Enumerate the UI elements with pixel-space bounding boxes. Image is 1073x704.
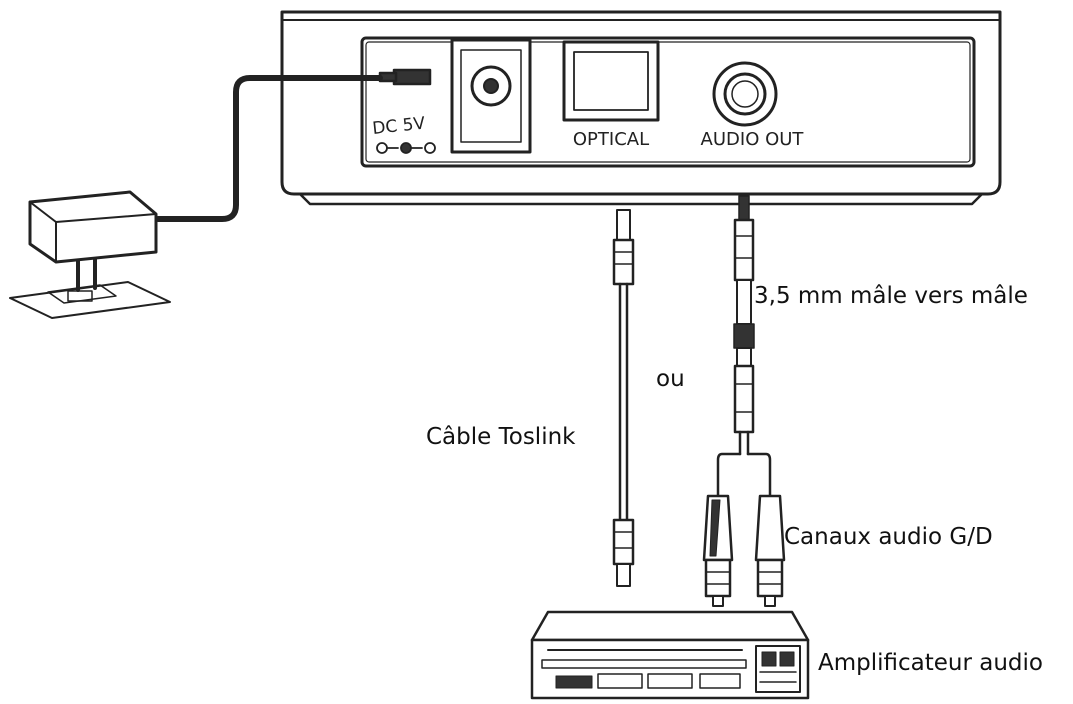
dc-5v-port (450, 38, 532, 154)
audio-3-5mm-cable (716, 195, 772, 498)
or-label: ou (656, 366, 685, 392)
polarity-icon (376, 142, 436, 154)
audio-amplifier-icon (530, 610, 810, 700)
optical-port (562, 40, 660, 122)
audio-out-label: AUDIO OUT (701, 129, 805, 150)
power-adapter-icon (9, 190, 171, 319)
male-to-male-label: 3,5 mm mâle vers mâle (754, 283, 1028, 309)
power-cable (155, 68, 432, 222)
toslink-cable-label: Câble Toslink (426, 424, 576, 450)
audio-out-jack (712, 61, 778, 127)
toslink-cable (612, 209, 635, 587)
amplifier-label: Amplificateur audio (818, 650, 1043, 676)
rca-plug-left (702, 494, 734, 607)
rca-plug-right (754, 494, 786, 607)
lr-channels-label: Canaux audio G/D (784, 524, 993, 550)
optical-label: OPTICAL (573, 129, 649, 150)
